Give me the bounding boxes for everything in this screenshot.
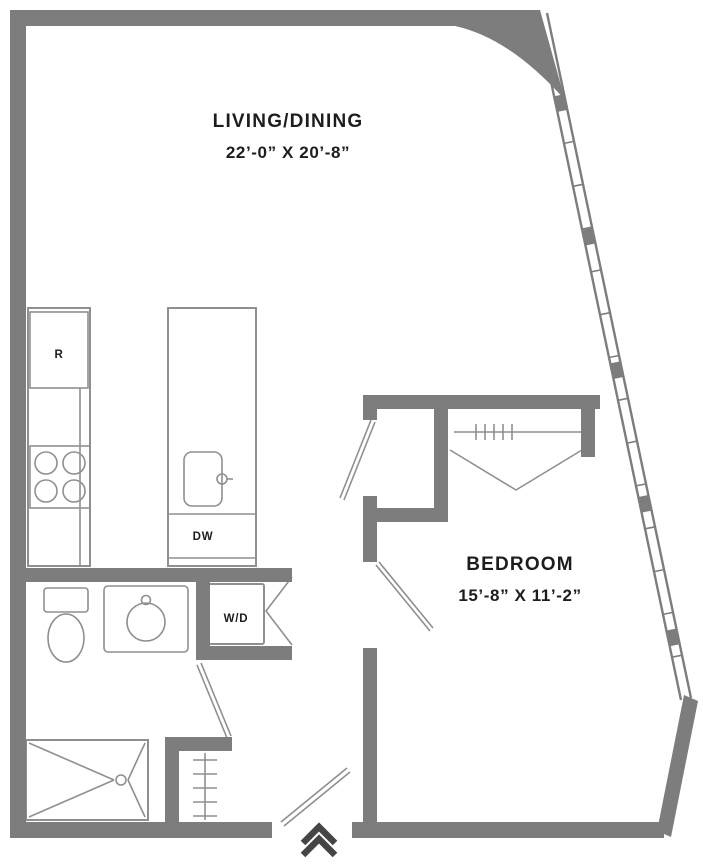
coat-closet-door xyxy=(343,421,376,501)
bedroom-door xyxy=(375,564,431,632)
cooktop-burner xyxy=(34,451,58,475)
wall-closet-right-stub xyxy=(581,409,595,457)
cooktop-burner xyxy=(34,479,58,503)
entry-door xyxy=(283,771,351,827)
toilet-tank xyxy=(43,587,89,613)
wall-bottom-left xyxy=(10,822,272,838)
washer-dryer-label: W/D xyxy=(224,613,249,625)
coat-closet-door xyxy=(339,419,372,499)
living-dining-label: LIVING/DINING xyxy=(213,111,364,132)
bathroom-door xyxy=(200,662,232,737)
hanger-ticks-icon xyxy=(475,424,513,440)
wall-left xyxy=(10,10,26,838)
wall-bathroom-top xyxy=(26,568,292,582)
shower xyxy=(25,739,149,821)
wall-linen-top xyxy=(165,737,232,751)
wall-bedroom-left xyxy=(363,648,377,838)
wall-stub xyxy=(363,522,377,562)
bedroom-label: BEDROOM xyxy=(466,554,574,575)
washer-dryer-closet xyxy=(207,576,293,646)
cooktop xyxy=(29,445,91,509)
shower-slope-line xyxy=(28,779,115,818)
wd-bifold-door xyxy=(264,576,293,646)
shower-slope-line xyxy=(127,779,146,818)
wall-stub xyxy=(363,496,377,508)
kitchen xyxy=(27,307,257,567)
kitchen-island xyxy=(167,307,257,567)
vanity xyxy=(103,585,189,653)
vanity-faucet-icon xyxy=(140,594,152,606)
bathroom xyxy=(25,585,189,821)
wall-curved-corner xyxy=(455,10,565,100)
walls xyxy=(10,10,698,838)
entry-door xyxy=(280,767,348,823)
wall-bedroom-top xyxy=(363,395,600,409)
wall-bottom-right xyxy=(352,822,664,838)
closet-bifold-door xyxy=(449,449,583,491)
refrigerator xyxy=(29,311,89,389)
living-dining-dimensions: 22’-0” X 20’-8” xyxy=(226,143,350,162)
wall-right-slant xyxy=(657,695,698,837)
kitchen-sink xyxy=(183,451,223,507)
wall-linen-left xyxy=(165,737,179,822)
wall-bath-wd-divider xyxy=(196,582,210,660)
bedroom-door xyxy=(378,561,434,629)
cooktop-burner xyxy=(62,479,86,503)
wall-wd-bottom xyxy=(210,646,292,660)
doors xyxy=(196,419,434,827)
bathroom-door xyxy=(196,664,228,739)
bedroom-closet xyxy=(449,424,584,491)
dishwasher-label: DW xyxy=(193,531,214,543)
refrigerator-label: R xyxy=(54,349,63,361)
linen-closet xyxy=(193,753,217,820)
window-structural-blocks xyxy=(553,94,681,647)
wall-coat-closet-bottom xyxy=(363,508,448,522)
bedroom-dimensions: 15’-8” X 11’-2” xyxy=(458,586,581,605)
entry-chevron-icon xyxy=(300,822,338,858)
shower-slope-line xyxy=(28,742,115,781)
toilet-bowl xyxy=(47,613,85,663)
vanity-sink xyxy=(126,602,166,642)
labels: LIVING/DINING 22’-0” X 20’-8” BEDROOM 15… xyxy=(54,111,581,625)
window-wall xyxy=(535,12,693,701)
cooktop-burner xyxy=(62,451,86,475)
shower-slope-line xyxy=(127,742,146,781)
shelf-ticks-icon xyxy=(193,759,217,817)
window-mullion-ticks xyxy=(554,97,683,658)
wall-stub xyxy=(363,409,377,420)
wall-closet-divider xyxy=(434,409,448,522)
shower-drain-icon xyxy=(115,774,127,786)
wall-top xyxy=(10,10,540,26)
